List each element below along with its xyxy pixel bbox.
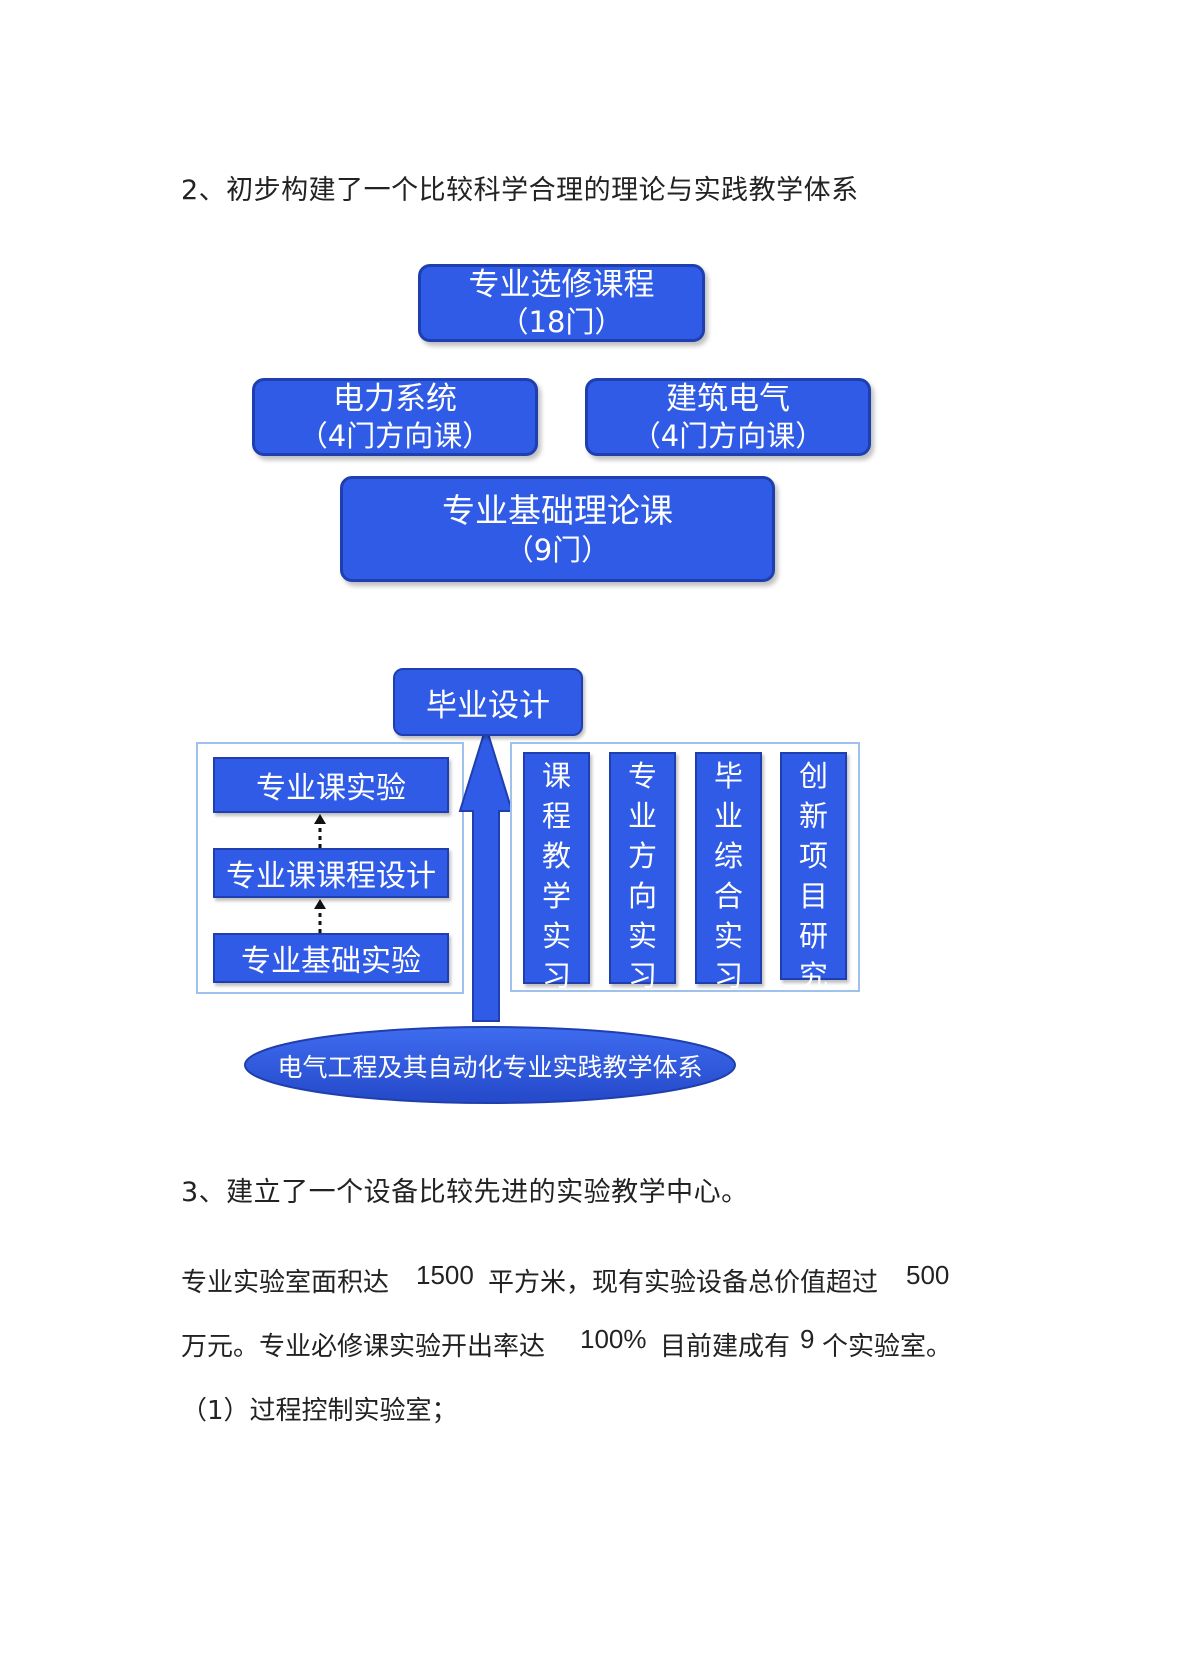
list-item-1: （1）过程控制实验室；	[181, 1396, 458, 1426]
col-text: 课程教学实习	[525, 756, 588, 996]
col-char: 新	[798, 799, 828, 833]
elective-title: 专业选修课程	[468, 267, 655, 303]
lab-box-course-design: 专业课课程设计	[213, 848, 449, 898]
col-char: 习	[627, 959, 657, 993]
p2-text-b: 目前建成有	[660, 1332, 791, 1362]
col-text: 创新项目研究	[782, 756, 845, 996]
area-value: 1500	[416, 1260, 474, 1290]
system-ellipse	[244, 1026, 736, 1104]
para-line-1: 专业实验室面积达	[181, 1262, 389, 1299]
elective-courses-box: 专业选修课程 （18门）	[418, 264, 705, 342]
col-char: 习	[541, 959, 571, 993]
lab-box-basic: 专业基础实验	[213, 933, 449, 983]
building-title: 建筑电气	[666, 381, 790, 417]
col-char: 实	[713, 919, 743, 953]
power-system-box: 电力系统 （4门方向课）	[252, 378, 538, 456]
basic-count: （9门）	[504, 533, 611, 567]
internship-comprehensive: 毕业综合实习	[695, 752, 762, 993]
col-char: 方	[627, 839, 657, 873]
p2-text-a: 万元。专业必修课实验开出率达	[181, 1332, 546, 1362]
innovation-project: 创新项目研究	[780, 752, 847, 993]
col-char: 业	[627, 799, 657, 833]
col-char: 课	[541, 759, 571, 793]
col-char: 实	[627, 919, 657, 953]
col-char: 合	[713, 879, 743, 913]
col-char: 目	[798, 879, 828, 913]
equipment-value: 500	[906, 1260, 950, 1290]
graduation-design-box: 毕业设计	[393, 668, 583, 736]
section2-heading: 2、初步构建了一个比较科学合理的理论与实践教学体系	[181, 175, 859, 206]
power-title: 电力系统	[333, 381, 457, 417]
col-char: 专	[627, 759, 657, 793]
section3-heading: 3、建立了一个设备比较先进的实验教学中心。	[181, 1177, 749, 1208]
power-count: （4门方向课）	[298, 419, 492, 453]
internship-major-direction: 专业方向实习	[609, 752, 676, 993]
col-char: 究	[798, 959, 828, 993]
rate-value: 100%	[580, 1324, 647, 1354]
col-text: 专业方向实习	[611, 756, 674, 996]
col-char: 程	[541, 799, 571, 833]
col-char: 毕	[713, 759, 743, 793]
big-up-arrow	[458, 725, 514, 1022]
p1-text-b: 平方米，现有实验设备总价值超过	[488, 1268, 879, 1298]
p1-text-a: 专业实验室面积达	[181, 1268, 390, 1298]
system-label: 电气工程及其自动化专业实践教学体系	[277, 1053, 703, 1082]
col-char: 项	[798, 839, 828, 873]
col-char: 学	[541, 879, 571, 913]
col-char: 习	[713, 959, 743, 993]
basic-theory-box: 专业基础理论课 （9门）	[340, 476, 775, 582]
col-text: 毕业综合实习	[697, 756, 760, 996]
col-char: 教	[541, 839, 571, 873]
building-electrical-box: 建筑电气 （4门方向课）	[585, 378, 871, 456]
lab-box-professional: 专业课实验	[213, 757, 449, 813]
col-char: 创	[798, 759, 828, 793]
col-char: 研	[798, 919, 828, 953]
building-count: （4门方向课）	[631, 419, 825, 453]
col-char: 向	[627, 879, 657, 913]
elective-count: （18门）	[499, 305, 624, 339]
basic-title: 专业基础理论课	[442, 491, 673, 530]
dotted-up-arrows	[314, 814, 326, 933]
col-char: 综	[713, 839, 743, 873]
p2-text-c: 个实验室。	[822, 1332, 953, 1362]
col-char: 实	[541, 919, 571, 953]
internship-course-teaching: 课程教学实习	[523, 752, 590, 993]
col-char: 业	[713, 799, 743, 833]
labs-count: 9	[800, 1324, 815, 1354]
